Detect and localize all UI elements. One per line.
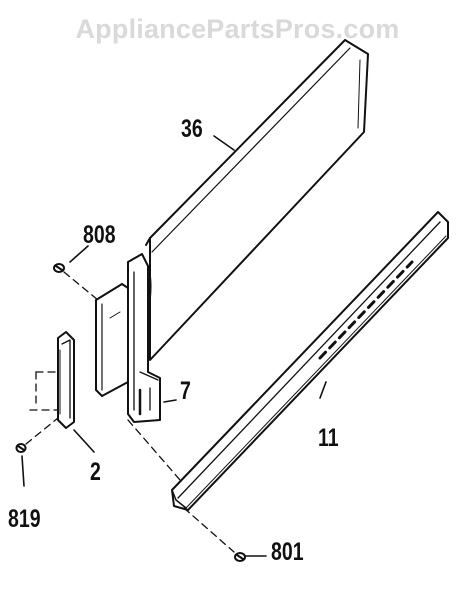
end-plate — [95, 283, 129, 397]
callout-36: 36 — [181, 115, 203, 143]
callout-11: 11 — [318, 424, 339, 452]
callout-819: 819 — [8, 505, 41, 533]
callout-7: 7 — [180, 377, 191, 405]
screw-801 — [234, 552, 246, 562]
assembly-lines — [25, 271, 235, 553]
part-7-bracket — [127, 253, 161, 423]
screw-819 — [15, 443, 27, 453]
part-36-panel — [141, 39, 369, 361]
leader-lines — [21, 135, 327, 557]
screw-808 — [53, 263, 65, 273]
callout-2: 2 — [90, 458, 101, 486]
part-11-rail — [171, 211, 449, 511]
callout-801: 801 — [271, 538, 304, 566]
callout-808: 808 — [83, 221, 116, 249]
watermark: AppliancePartsPros.com — [75, 14, 400, 44]
part-2-end-cap — [57, 331, 75, 429]
